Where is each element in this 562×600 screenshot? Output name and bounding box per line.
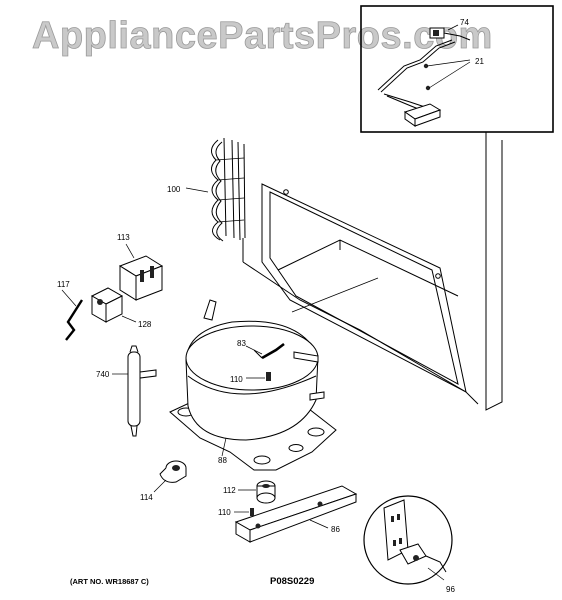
callout-86: 86 — [331, 525, 340, 534]
callout-96: 96 — [446, 585, 455, 594]
callout-113: 113 — [117, 233, 130, 242]
start-relay: 113 — [117, 233, 164, 301]
filter-drier: 740 — [96, 345, 157, 437]
callout-110-bottom: 110 — [218, 508, 231, 517]
callout-21: 21 — [475, 57, 484, 66]
callout-128: 128 — [138, 320, 152, 329]
callout-74: 74 — [460, 18, 469, 27]
mounting-bracket: 112 110 86 — [218, 480, 358, 543]
grommet: 114 — [140, 460, 187, 502]
power-outlet-detail: 96 — [363, 495, 455, 594]
callout-114: 114 — [140, 493, 153, 502]
callout-117: 117 — [57, 280, 70, 289]
condenser-coil: 100 — [167, 137, 246, 242]
callout-112: 112 — [223, 486, 236, 495]
art-number: (ART NO. WR18687 C) — [70, 577, 149, 586]
compressor: 83 110 88 — [169, 299, 337, 471]
overload-protector: 128 — [90, 287, 152, 329]
callout-100: 100 — [167, 185, 181, 194]
relay-clip: 117 — [57, 280, 84, 341]
callout-83: 83 — [237, 339, 246, 348]
inset-detail: 74 21 — [360, 5, 554, 133]
diagram-code: P08S0229 — [270, 576, 314, 587]
callout-88: 88 — [218, 456, 227, 465]
watermark: AppliancePartsPros.com — [32, 15, 493, 57]
callout-110-top: 110 — [230, 375, 243, 384]
cabinet-outline — [242, 131, 503, 411]
callout-740: 740 — [96, 370, 110, 379]
